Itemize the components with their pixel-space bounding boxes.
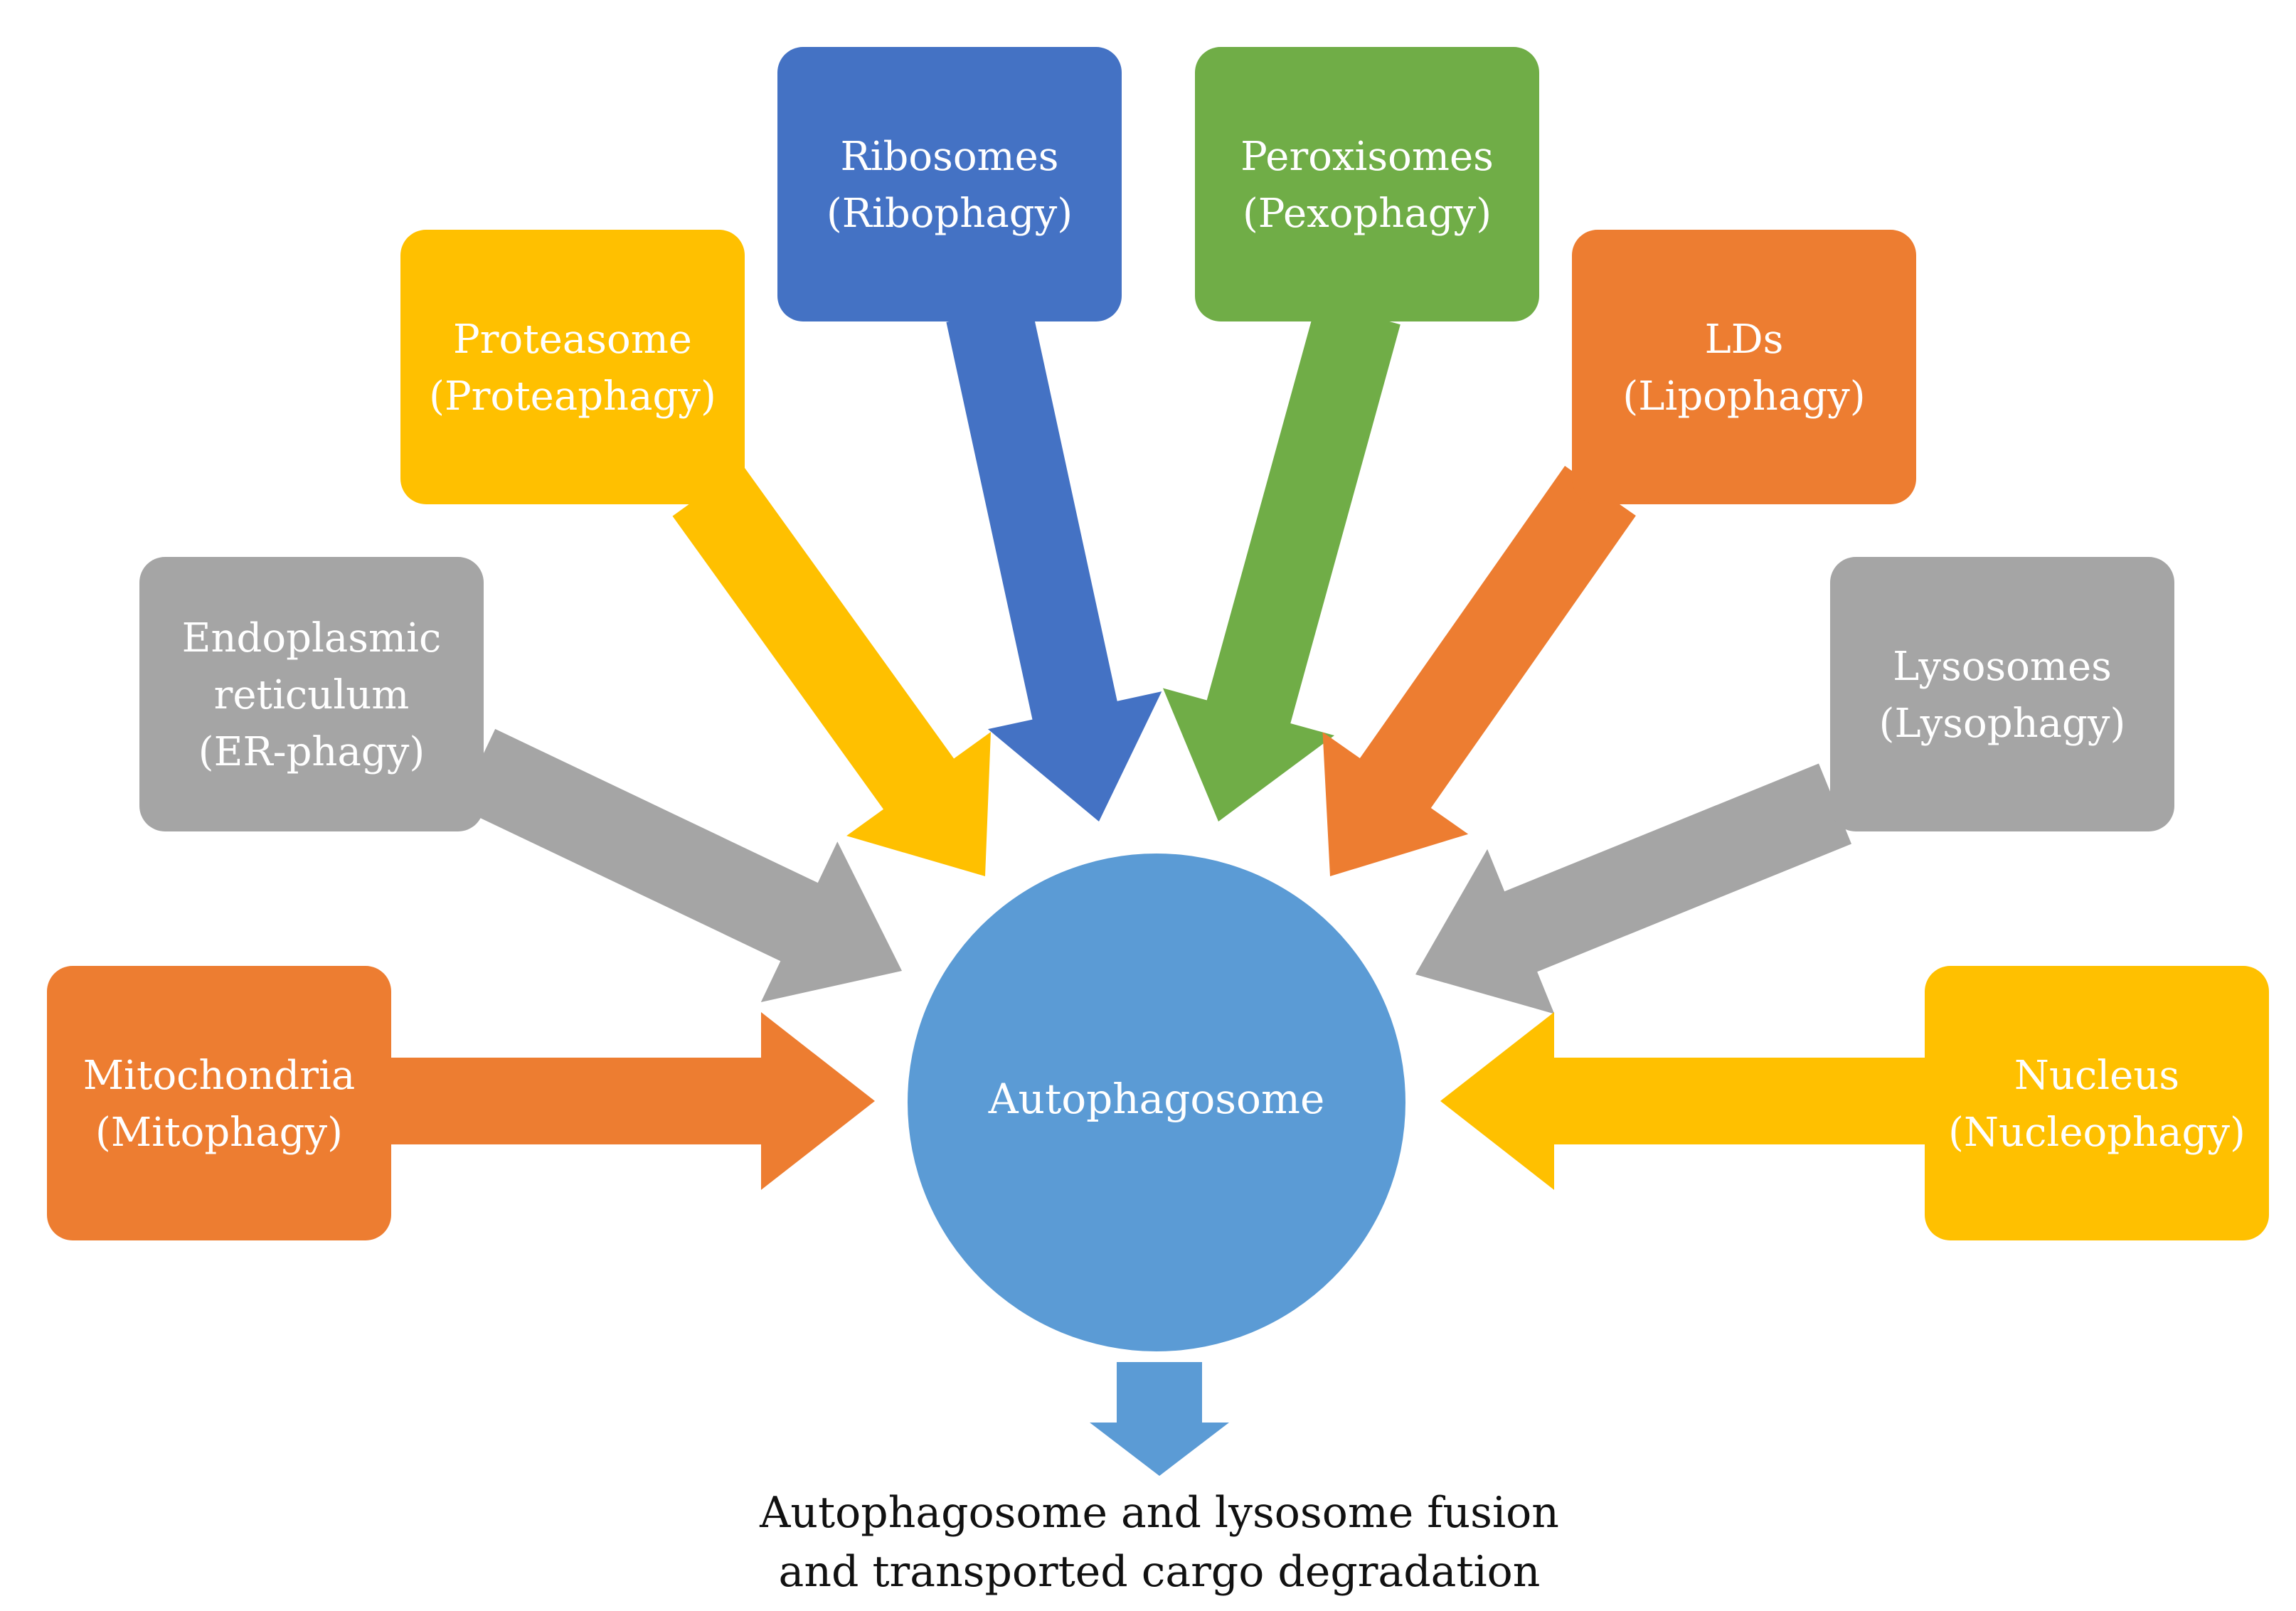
peroxisomes-box: Peroxisomes (Pexophagy) bbox=[1195, 47, 1539, 321]
mitochondria-box-background bbox=[47, 966, 391, 1240]
nucleus-label-line-2: (Nucleophagy) bbox=[1948, 1110, 2245, 1156]
endoplasmic-reticulum-box: Endoplasmic reticulum (ER-phagy) bbox=[139, 557, 484, 831]
lysosomes-box: Lysosomes (Lysophagy) bbox=[1830, 557, 2174, 831]
ribosomes-box: Ribosomes (Ribophagy) bbox=[777, 47, 1122, 321]
peroxisomes-label-line-2: (Pexophagy) bbox=[1243, 191, 1492, 237]
nucleus-arrow bbox=[1440, 1012, 1928, 1190]
proteasome-box-background bbox=[400, 230, 745, 504]
lds-label-line-1: LDs bbox=[1705, 317, 1784, 363]
peroxisomes-box-background bbox=[1195, 47, 1539, 321]
arrows-layer bbox=[388, 301, 1928, 1190]
down-arrow bbox=[1090, 1362, 1229, 1476]
proteasome-label-line-2: (Proteaphagy) bbox=[429, 373, 716, 420]
nucleus-label-line-1: Nucleus bbox=[2014, 1053, 2179, 1099]
peroxisomes-arrow bbox=[1163, 301, 1401, 822]
boxes-layer: Mitochondria (Mitophagy) Endoplasmic reticu… bbox=[47, 47, 2269, 1240]
lds-label-line-2: (Lipophagy) bbox=[1622, 373, 1865, 420]
nucleus-box-background bbox=[1925, 966, 2269, 1240]
lds-box-background bbox=[1572, 230, 1916, 504]
mitochondria-box: Mitochondria (Mitophagy) bbox=[47, 966, 391, 1240]
peroxisomes-label-line-1: Peroxisomes bbox=[1240, 134, 1494, 180]
lysosomes-box-background bbox=[1830, 557, 2174, 831]
mitochondria-label-line-2: (Mitophagy) bbox=[95, 1110, 343, 1156]
autophagosome-circle bbox=[908, 854, 1405, 1351]
proteasome-label-line-1: Proteasome bbox=[453, 317, 692, 363]
endoplasmic-reticulum-box-background bbox=[139, 557, 484, 831]
endoplasmic-reticulum-label-line-2: reticulum bbox=[214, 672, 410, 718]
ribosomes-label-line-2: (Ribophagy) bbox=[827, 191, 1073, 237]
ribosomes-arrow bbox=[946, 304, 1162, 822]
proteasome-box: Proteasome (Proteaphagy) bbox=[400, 230, 745, 504]
endoplasmic-reticulum-label-line-3: (ER-phagy) bbox=[198, 729, 425, 775]
lysosomes-arrow bbox=[1415, 763, 1851, 1014]
ribosomes-label-line-1: Ribosomes bbox=[840, 134, 1058, 180]
mitochondria-label-line-1: Mitochondria bbox=[83, 1053, 356, 1099]
ribosomes-box-background bbox=[777, 47, 1122, 321]
outcome-line-2: and transported cargo degradation bbox=[779, 1547, 1541, 1597]
lds-arrow bbox=[1322, 466, 1636, 876]
outcome-line-1: Autophagosome and lysosome fusion bbox=[759, 1488, 1559, 1538]
endoplasmic-reticulum-label-line-1: Endoplasmic bbox=[182, 615, 442, 661]
nucleus-box: Nucleus (Nucleophagy) bbox=[1925, 966, 2269, 1240]
mitochondria-arrow bbox=[388, 1012, 875, 1190]
lysosomes-label-line-2: (Lysophagy) bbox=[1879, 701, 2126, 747]
autophagosome-label: Autophagosome bbox=[988, 1075, 1325, 1123]
lds-box: LDs (Lipophagy) bbox=[1572, 230, 1916, 504]
proteasome-arrow bbox=[672, 465, 991, 876]
endoplasmic-reticulum-arrow bbox=[457, 728, 902, 1002]
lysosomes-label-line-1: Lysosomes bbox=[1893, 644, 2112, 690]
